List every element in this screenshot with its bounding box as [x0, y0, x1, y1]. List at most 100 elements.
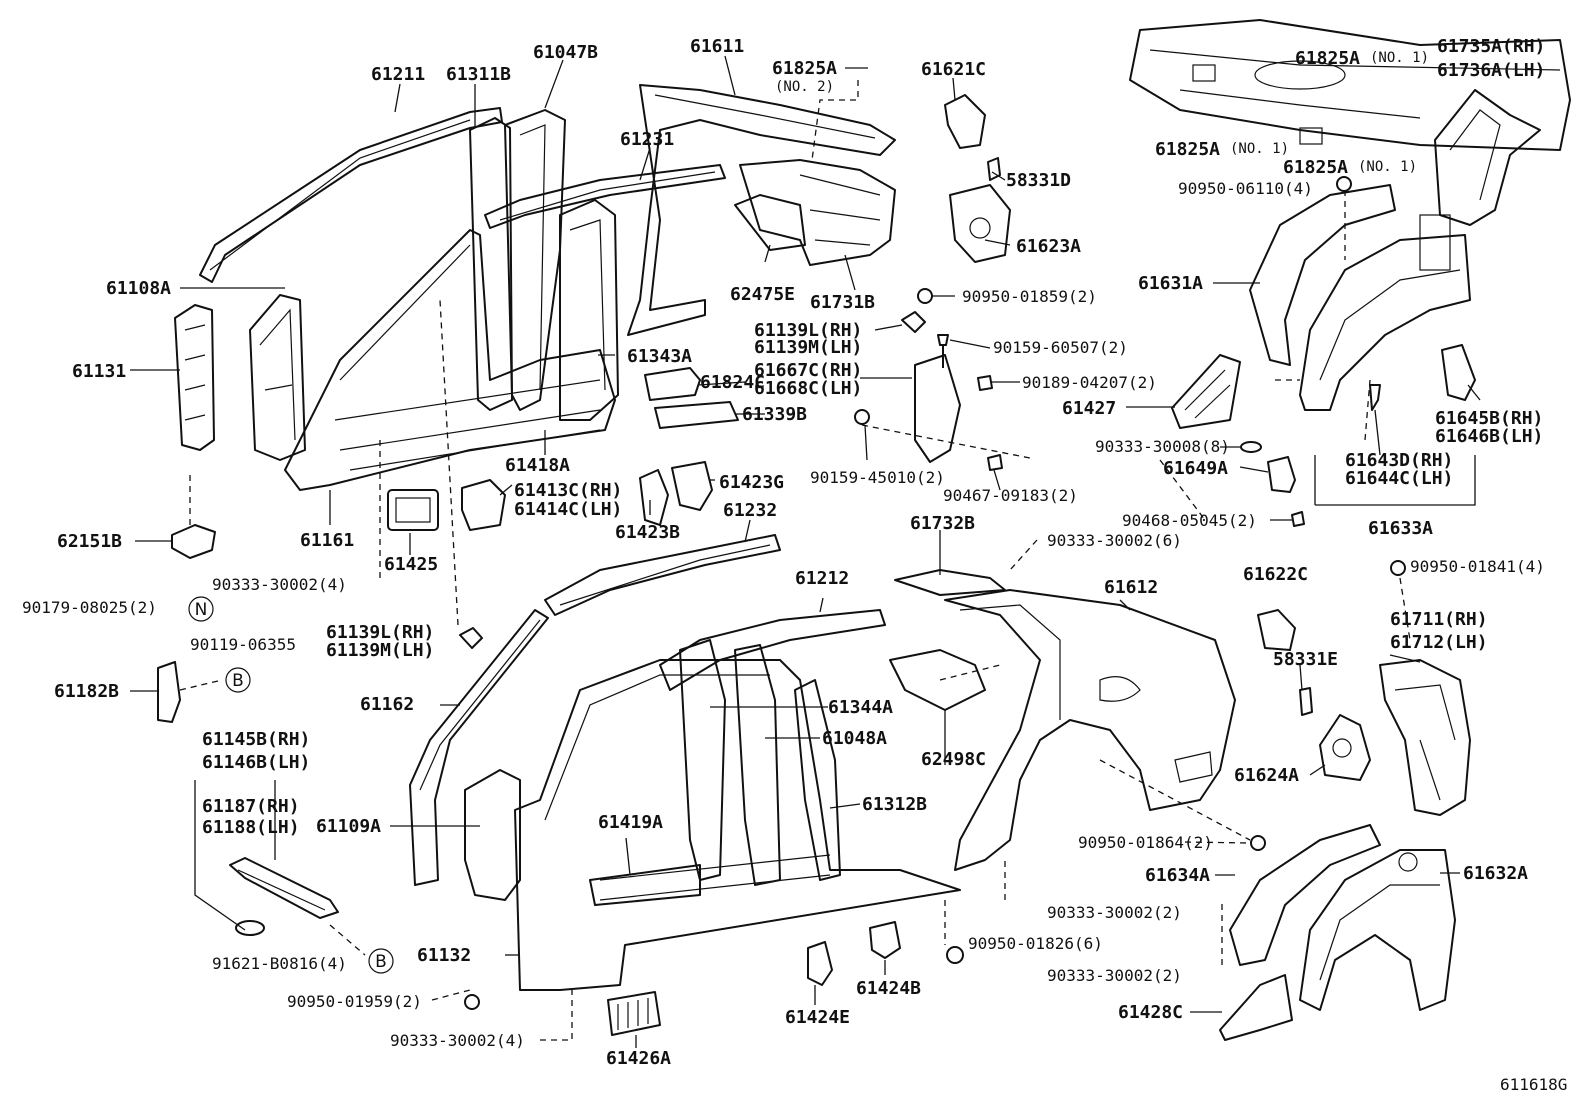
label-90950-01841: 90950-01841(4) — [1410, 557, 1545, 576]
label-61211: 61211 — [371, 64, 425, 85]
label-90467-09183: 90467-09183(2) — [943, 486, 1078, 505]
part-61428c — [1219, 974, 1293, 1041]
label-61632a: 61632A — [1463, 863, 1528, 884]
label-61423g: 61423G — [719, 472, 784, 493]
label-61162: 61162 — [360, 694, 414, 715]
marker-b-lower: B — [368, 948, 394, 974]
label-61825a-no2-sub: (NO. 2) — [775, 79, 834, 95]
part-61413c — [461, 479, 506, 531]
label-61231: 61231 — [620, 129, 674, 150]
part-61645b — [1441, 344, 1476, 401]
part-61212 — [659, 609, 886, 691]
part-61621c — [944, 94, 986, 149]
label-61667c: 61667C(RH) — [754, 360, 862, 381]
label-61419a: 61419A — [598, 812, 663, 833]
part-61649a — [1267, 456, 1296, 493]
label-61825a-top-sub: (NO. 1) — [1370, 50, 1429, 66]
marker-b-upper: B — [225, 667, 251, 693]
label-61825a-right: 61825A — [1283, 157, 1348, 178]
part-61631a — [1249, 184, 1396, 366]
label-61418a: 61418A — [505, 455, 570, 476]
plug-91621-b0816 — [235, 920, 265, 936]
label-90333-30002-4a: 90333-30002(4) — [212, 575, 347, 594]
bolt-90950-06110 — [1336, 176, 1352, 192]
label-61108a: 61108A — [106, 278, 171, 299]
label-61825a-left-sub: (NO. 1) — [1230, 141, 1289, 157]
label-61161: 61161 — [300, 530, 354, 551]
label-61413c: 61413C(RH) — [514, 480, 622, 501]
label-61712: 61712(LH) — [1390, 632, 1488, 653]
label-62475e: 62475E — [730, 284, 795, 305]
label-61623a: 61623A — [1016, 236, 1081, 257]
part-58331d — [987, 157, 1001, 181]
part-61732b — [894, 569, 1006, 596]
part-61311b — [469, 117, 513, 411]
label-61339b: 61339B — [742, 404, 807, 425]
part-61632a — [1299, 849, 1456, 1011]
label-61428c: 61428C — [1118, 1002, 1183, 1023]
label-61188: 61188(LH) — [202, 817, 300, 838]
label-61425: 61425 — [384, 554, 438, 575]
label-61732b: 61732B — [910, 513, 975, 534]
part-61182b — [157, 661, 181, 723]
label-61109a: 61109A — [316, 816, 381, 837]
label-90950-01864: 90950-01864(2) — [1078, 833, 1213, 852]
label-61644c: 61644C(LH) — [1345, 468, 1453, 489]
label-90950-01826: 90950-01826(6) — [968, 934, 1103, 953]
label-61634a: 61634A — [1145, 865, 1210, 886]
clip-61643d — [1369, 384, 1381, 411]
label-61645b: 61645B(RH) — [1435, 408, 1543, 429]
label-90159-60507: 90159-60507(2) — [993, 338, 1128, 357]
part-61667c — [914, 354, 961, 463]
label-61631a: 61631A — [1138, 273, 1203, 294]
label-61145b: 61145B(RH) — [202, 729, 310, 750]
label-61423b: 61423B — [615, 522, 680, 543]
label-61146b: 61146B(LH) — [202, 752, 310, 773]
label-90333-30008: 90333-30008(8) — [1095, 437, 1230, 456]
label-61139m-bottom: 61139M(LH) — [326, 640, 434, 661]
marker-b-upper-text: B — [232, 671, 244, 691]
part-62498c — [889, 649, 986, 711]
label-61825a-left: 61825A — [1155, 139, 1220, 160]
label-61182b: 61182B — [54, 681, 119, 702]
label-61311b: 61311B — [446, 64, 511, 85]
label-62498c: 62498C — [921, 749, 986, 770]
label-61414c: 61414C(LH) — [514, 499, 622, 520]
part-61423g — [671, 461, 713, 511]
label-90333-30002-2a: 90333-30002(2) — [1047, 903, 1182, 922]
part-61211 — [199, 107, 503, 283]
label-61668c: 61668C(LH) — [754, 378, 862, 399]
label-61731b: 61731B — [810, 292, 875, 313]
part-61231 — [484, 164, 726, 229]
part-61139-bottom — [459, 627, 483, 649]
marker-n-text: N — [195, 600, 208, 620]
label-90950-01859: 90950-01859(2) — [962, 287, 1097, 306]
label-61426a: 61426A — [606, 1048, 671, 1069]
part-61633a — [1299, 234, 1471, 411]
label-61139l-top: 61139L(RH) — [754, 320, 862, 341]
part-61343a — [559, 199, 619, 421]
part-61161 — [284, 229, 616, 491]
clip-90468-05045 — [1291, 511, 1305, 527]
label-61424e: 61424E — [785, 1007, 850, 1028]
part-61419a — [589, 864, 701, 906]
bolt-90950-01859 — [917, 288, 933, 304]
part-62475e — [734, 194, 806, 251]
part-61132 — [514, 659, 961, 991]
label-61139l-bottom: 61139L(RH) — [326, 622, 434, 643]
label-90159-45010: 90159-45010(2) — [810, 468, 945, 487]
part-61423b — [639, 469, 669, 526]
reference-markers: N B B — [188, 596, 394, 974]
part-61424e — [807, 941, 833, 986]
part-61426a — [607, 991, 661, 1036]
label-61132: 61132 — [417, 945, 471, 966]
label-61427: 61427 — [1062, 398, 1116, 419]
part-61048a — [734, 644, 781, 886]
label-90950-01959: 90950-01959(2) — [287, 992, 422, 1011]
part-61611 — [627, 84, 896, 336]
part-61731b — [739, 159, 896, 266]
label-61611: 61611 — [690, 36, 744, 57]
label-61825a-no2: 61825A — [772, 58, 837, 79]
label-61825a-right-sub: (NO. 1) — [1358, 159, 1417, 175]
part-61131 — [174, 304, 215, 451]
